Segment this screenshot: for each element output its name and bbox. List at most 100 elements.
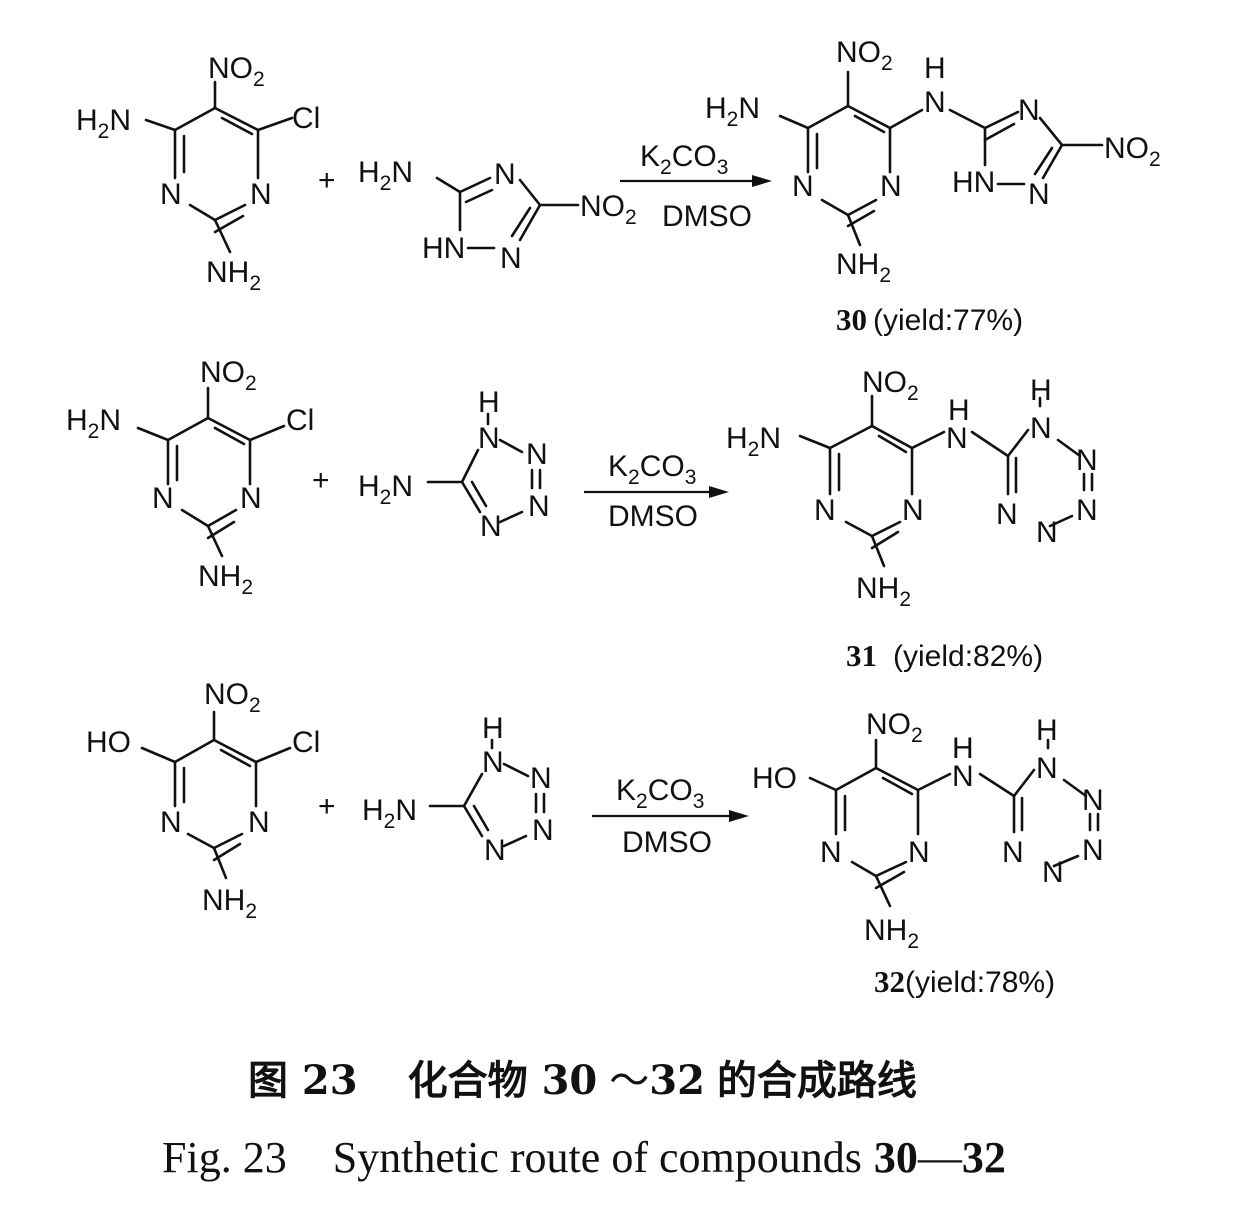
compound-number: 31(yield:82%) (846, 638, 1043, 673)
h2n-label: H2N (76, 104, 131, 143)
no2-label: NO2 (580, 190, 637, 229)
h2n-label: H2N (358, 470, 413, 509)
row-1: NO2 H2N Cl N N NH2 + H2N N HN N NO2 (76, 36, 1161, 337)
n-label: N (478, 422, 500, 455)
no2-label: NO2 (208, 52, 265, 91)
no2-label: NO2 (836, 36, 893, 75)
h-label: H (924, 52, 946, 85)
n-label: N (792, 170, 814, 203)
ho-label: HO (86, 726, 131, 759)
nh2-label: NH2 (202, 884, 257, 923)
reactant-pyrimidine-1: NO2 H2N Cl N N NH2 (76, 52, 320, 295)
n-label: N (946, 422, 968, 455)
nh2-label: NH2 (206, 256, 261, 295)
nh2-label: NH2 (836, 248, 891, 287)
solvent-label: DMSO (608, 500, 698, 533)
reaction-arrow-2: K2CO3 DMSO (584, 450, 729, 533)
n-label: N (240, 482, 262, 515)
plus-sign: + (312, 464, 330, 497)
n-label: N (880, 170, 902, 203)
ho-label: HO (752, 762, 797, 795)
plus-sign: + (318, 790, 336, 823)
n-label: N (814, 494, 836, 527)
cl-label: Cl (292, 102, 320, 135)
nh2-label: NH2 (198, 560, 253, 599)
n-label: N (1018, 94, 1040, 127)
n-label: N (820, 836, 842, 869)
h-label: H (1030, 374, 1052, 407)
compound-number: 32(yield:78%) (874, 964, 1055, 999)
n-label: N (528, 490, 550, 523)
n-label: N (902, 494, 924, 527)
compound-number: 30(yield:77%) (836, 302, 1023, 337)
product-31: NO2 H2N H N H N N N N N N N NH2 31(yield… (726, 366, 1098, 673)
n-label: N (248, 806, 270, 839)
n-label: N (1076, 444, 1098, 477)
reactant-pyrimidine-2: NO2 H2N Cl N N NH2 (66, 356, 314, 599)
hn-label: HN (422, 232, 465, 265)
h2n-label: H2N (66, 404, 121, 443)
n-label: N (480, 510, 502, 543)
n-label: N (908, 836, 930, 869)
row-2: NO2 H2N Cl N N NH2 + H2N H N N N N (66, 356, 1098, 673)
no2-label: NO2 (866, 708, 923, 747)
reagent-label: K2CO3 (608, 450, 696, 489)
no2-label: NO2 (204, 678, 261, 717)
row-3: NO2 HO Cl N N NH2 + H2N H N N N N (86, 678, 1104, 999)
plus-sign: + (318, 164, 336, 197)
n-label: N (1082, 834, 1104, 867)
n-label: N (952, 760, 974, 793)
reactant-aminotetrazole-2: H2N H N N N N (362, 712, 554, 867)
n-label: N (1042, 856, 1064, 889)
n-label: N (996, 498, 1018, 531)
no2-label: NO2 (862, 366, 919, 405)
no2-label: NO2 (200, 356, 257, 395)
reaction-arrow-3: K2CO3 DMSO (592, 774, 749, 859)
n-label: N (1036, 516, 1058, 549)
h2n-label: H2N (362, 794, 417, 833)
reactant-aminonitrotriazole: H2N N HN N NO2 (358, 156, 637, 275)
n-label: N (1030, 412, 1052, 445)
n-label: N (924, 86, 946, 119)
n-label: N (530, 762, 552, 795)
n-label: N (1082, 784, 1104, 817)
product-32: NO2 HO H N H N N N N N N N NH2 32(yield:… (752, 708, 1104, 999)
no2-label: NO2 (1104, 132, 1161, 171)
reaction-arrow-1: K2CO3 DMSO (620, 140, 772, 233)
nh2-label: NH2 (864, 914, 919, 953)
n-label: N (1002, 836, 1024, 869)
reactant-aminotetrazole-1: H2N H N N N N (358, 386, 550, 543)
h2n-label: H2N (705, 92, 760, 131)
h-label: H (948, 394, 970, 427)
product-30: NO2 H2N H N N NO2 HN N N N NH2 30(yield:… (705, 36, 1161, 337)
n-label: N (500, 242, 522, 275)
cl-label: Cl (292, 726, 320, 759)
solvent-label: DMSO (622, 826, 712, 859)
reagent-label: K2CO3 (640, 140, 728, 179)
n-label: N (494, 158, 516, 191)
nh2-label: NH2 (856, 572, 911, 611)
h-label: H (952, 732, 974, 765)
hn-label: HN (952, 166, 995, 199)
h-label: H (482, 712, 504, 745)
reagent-label: K2CO3 (616, 774, 704, 813)
n-label: N (152, 482, 174, 515)
reactant-pyrimidine-3: NO2 HO Cl N N NH2 (86, 678, 320, 923)
cl-label: Cl (286, 404, 314, 437)
n-label: N (532, 814, 554, 847)
n-label: N (484, 834, 506, 867)
n-label: N (1036, 752, 1058, 785)
n-label: N (1028, 178, 1050, 211)
n-label: N (250, 178, 272, 211)
n-label: N (1076, 494, 1098, 527)
n-label: N (160, 806, 182, 839)
h2n-label: H2N (726, 422, 781, 461)
n-label: N (482, 746, 504, 779)
h2n-label: H2N (358, 156, 413, 195)
solvent-label: DMSO (662, 200, 752, 233)
n-label: N (160, 178, 182, 211)
